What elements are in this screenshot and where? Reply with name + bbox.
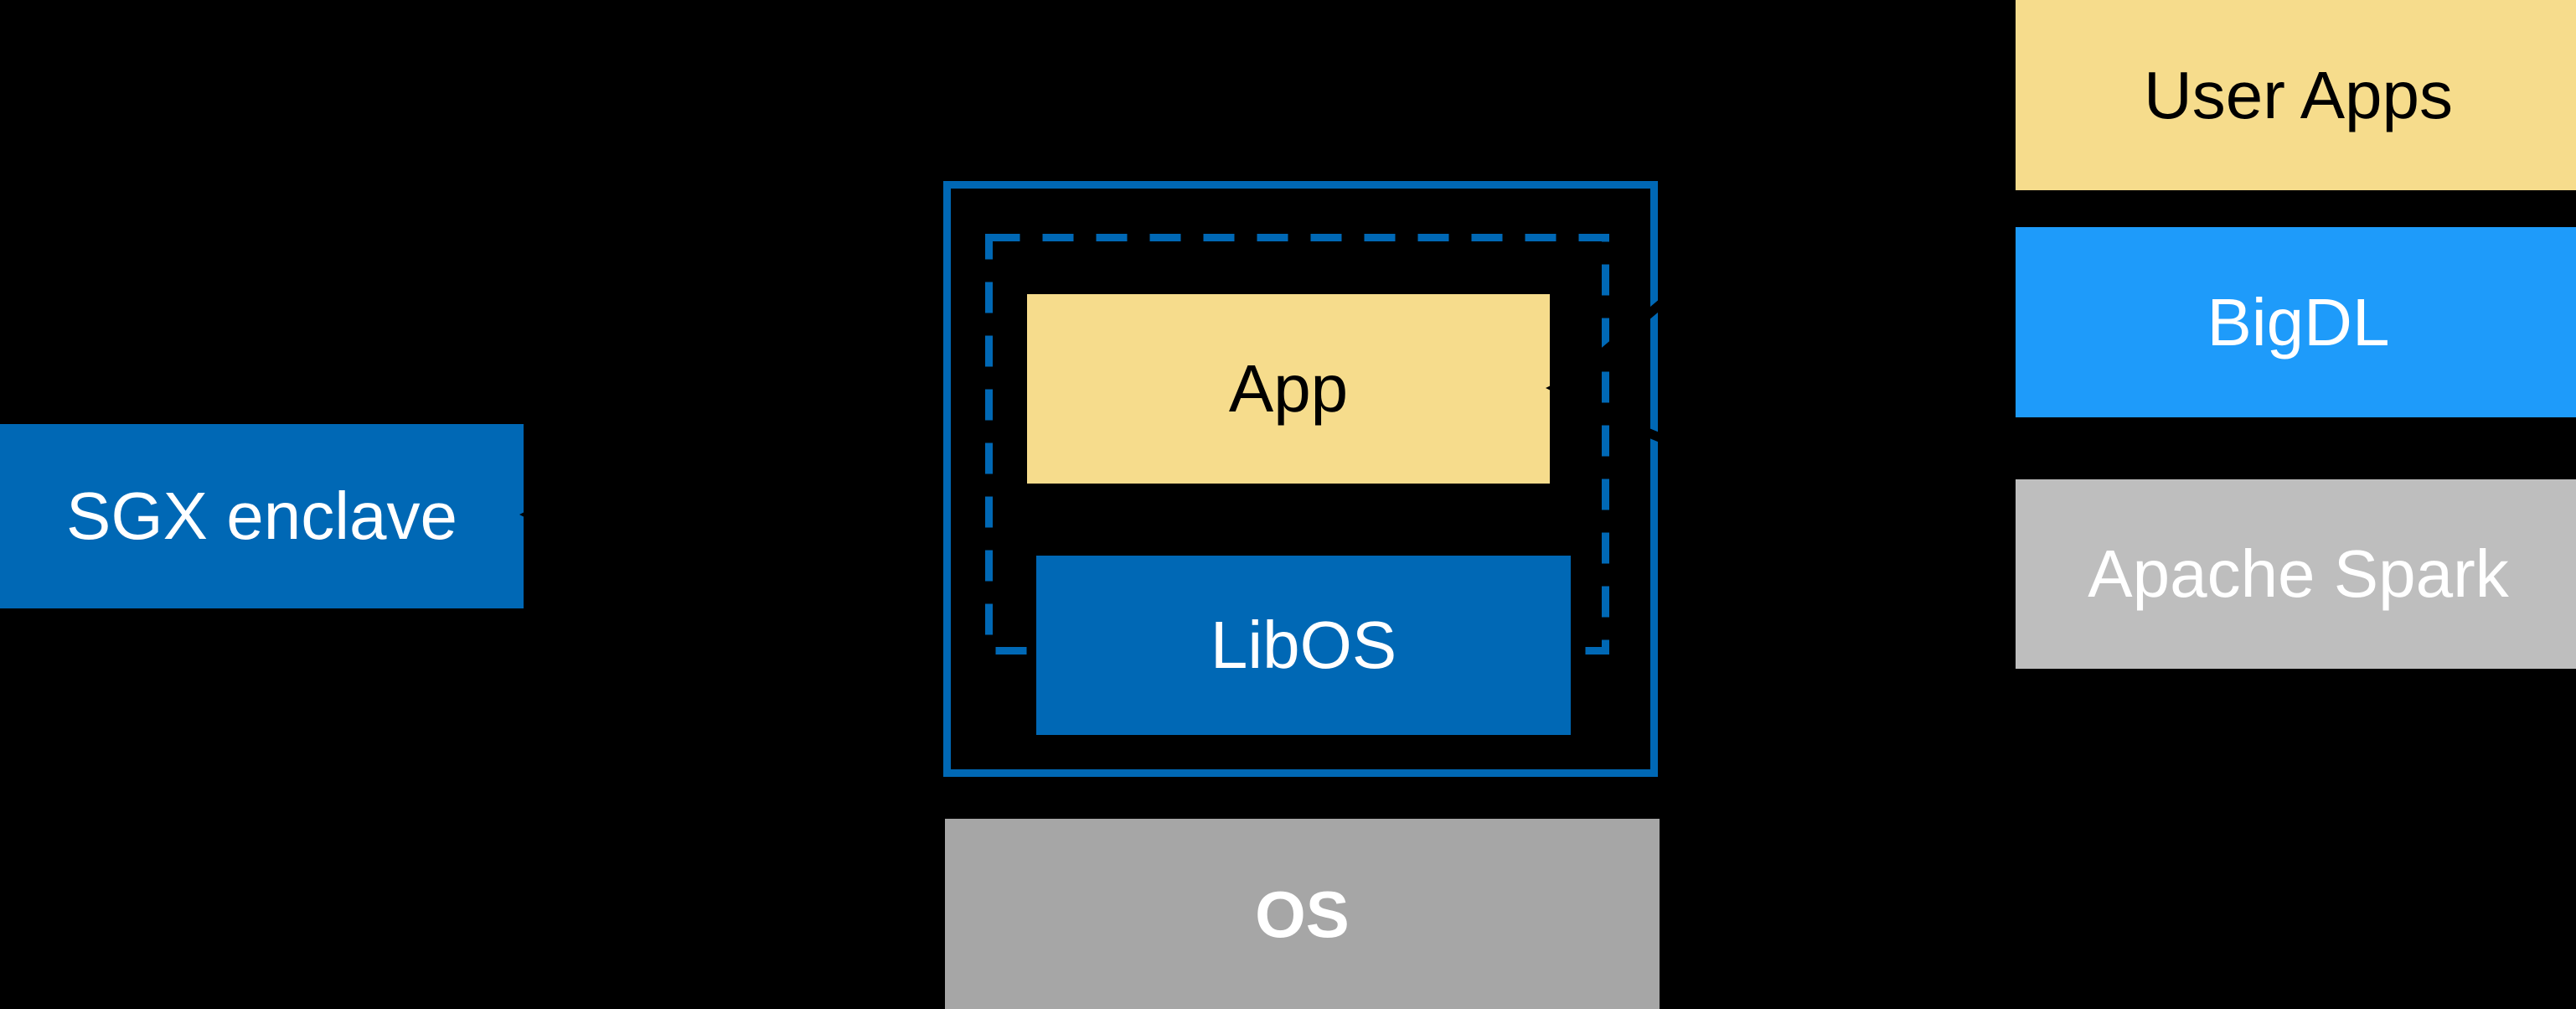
os-label: OS (1255, 877, 1350, 951)
os-box: OS (945, 819, 1660, 1009)
bigdl-label: BigDL (2207, 284, 2390, 360)
enclave-outline-box (943, 181, 1658, 777)
libos-label: LibOS (1210, 608, 1397, 682)
libos-box: LibOS (1036, 556, 1571, 735)
app-box: App (1027, 294, 1550, 484)
sgx-enclave-box: SGX enclave (0, 424, 524, 608)
app-label: App (1228, 351, 1349, 426)
connector-line-lower (1577, 400, 2013, 587)
arrowhead-icon-app (1546, 372, 1578, 404)
sgx-enclave-label: SGX enclave (66, 479, 457, 553)
apache-spark-box: Apache Spark (2016, 479, 2576, 669)
apache-spark-label: Apache Spark (2088, 536, 2509, 611)
user-apps-label: User Apps (2143, 57, 2454, 132)
bigdl-box: BigDL (2016, 227, 2576, 417)
dashed-boundary-rect (985, 234, 1609, 655)
connector-line-upper (1577, 5, 2014, 376)
user-apps-box: User Apps (2016, 0, 2576, 190)
arrowhead-icon-sgx (519, 499, 550, 530)
